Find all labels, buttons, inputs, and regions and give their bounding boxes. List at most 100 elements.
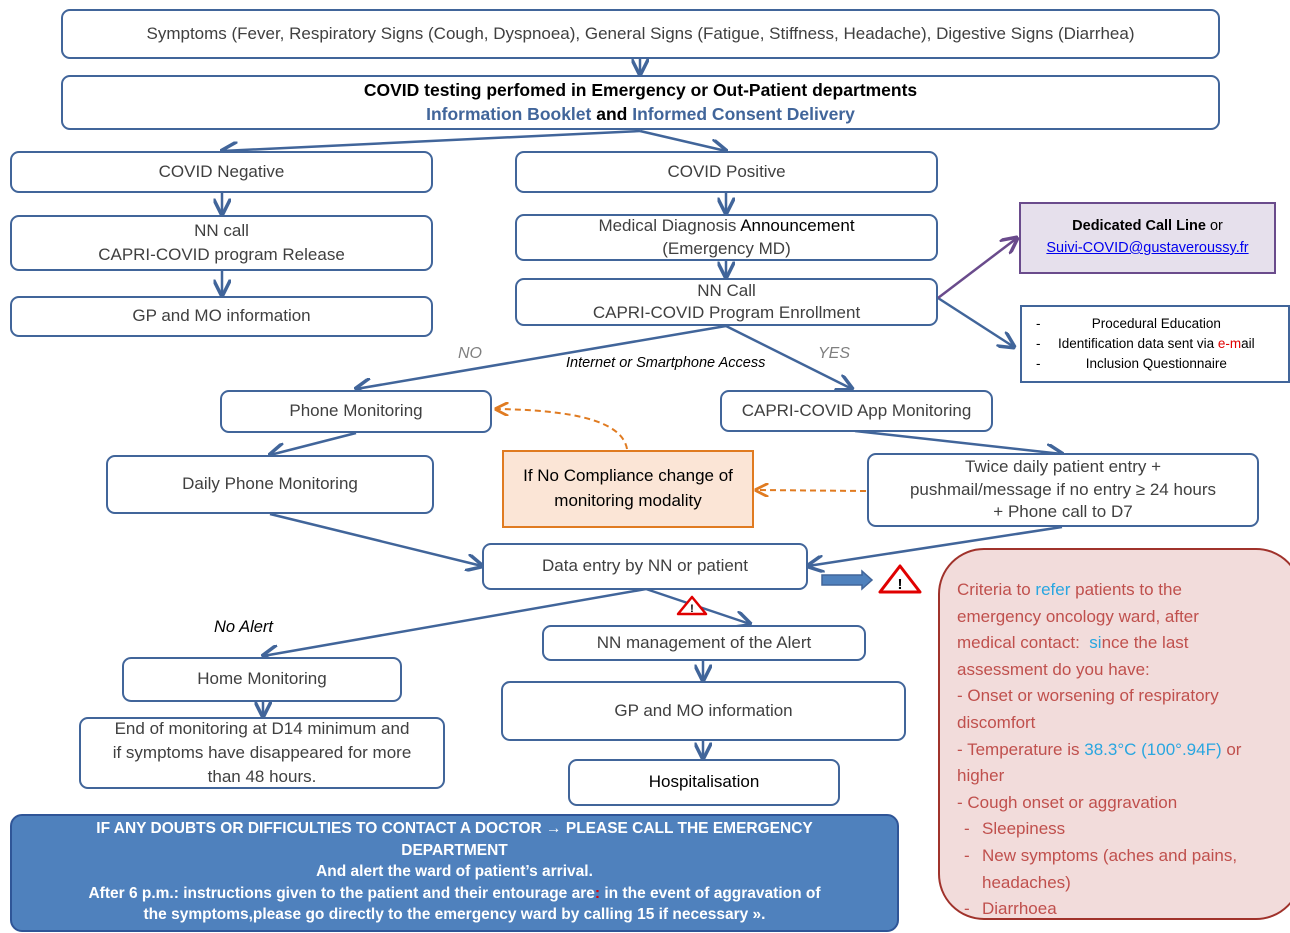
arrow-twice-compliance bbox=[756, 490, 867, 491]
arrow-daily-dataentry bbox=[269, 512, 482, 566]
end-monitoring-box: End of monitoring at D14 minimum and if … bbox=[79, 717, 445, 789]
twice-daily-line1: Twice daily patient entry + bbox=[964, 456, 1162, 476]
info-list-item: Inclusion Questionnaire bbox=[1022, 354, 1255, 375]
end-monitoring-line3: than 48 hours. bbox=[207, 766, 317, 786]
call-line-title: Dedicated Call Line bbox=[1072, 218, 1206, 235]
emergency-banner: IF ANY DOUBTS OR DIFFICULTIES TO CONTACT… bbox=[10, 814, 899, 932]
app-monitoring-box: CAPRI-COVID App Monitoring bbox=[720, 390, 993, 432]
criteria-text: - Temperature is bbox=[957, 739, 1085, 759]
announcement-text: Announcement bbox=[740, 216, 855, 236]
arrow-compliance-phone bbox=[496, 409, 628, 450]
testing-and-text: and bbox=[591, 103, 633, 124]
criteria-si-highlight: si bbox=[1089, 633, 1102, 653]
criteria-line: - Temperature is 38.3°C (100°.94F) or bbox=[957, 737, 1290, 764]
criteria-line: headaches) bbox=[982, 872, 1071, 892]
emergency-colon-highlight: : bbox=[594, 884, 601, 902]
emergency-line4-text-end: in the event of aggravation of bbox=[600, 884, 821, 902]
covid-negative-label: COVID Negative bbox=[158, 161, 285, 181]
criteria-bullet: -Diarrhoea bbox=[957, 896, 1290, 919]
end-monitoring-line1: End of monitoring at D14 minimum and bbox=[114, 719, 410, 739]
info-item-text-end: ail bbox=[1241, 335, 1255, 351]
criteria-text: patients to the bbox=[1070, 580, 1182, 599]
hospitalisation-label: Hospitalisation bbox=[648, 772, 760, 792]
alert-management-box: NN management of the Alert bbox=[542, 625, 866, 661]
info-list-item: Identification data sent via e-mail bbox=[1022, 334, 1255, 355]
criteria-line: medical contact: since the last bbox=[957, 630, 1290, 657]
emergency-line4: After 6 p.m.: instructions given to the … bbox=[12, 883, 897, 905]
svg-text:!: ! bbox=[898, 576, 903, 593]
no-compliance-line1: If No Compliance change of bbox=[523, 466, 733, 486]
negative-gp-mo-label: GP and MO information bbox=[132, 306, 311, 326]
emergency-line5: the symptoms,please go directly to the e… bbox=[143, 906, 766, 923]
enrollment-box: NN Call CAPRI-COVID Program Enrollment bbox=[515, 278, 938, 326]
info-list-box: Procedural Education Identification data… bbox=[1020, 305, 1290, 383]
criteria-text: Criteria to bbox=[957, 580, 1036, 599]
symptoms-box: Symptoms (Fever, Respiratory Signs (Coug… bbox=[61, 9, 1220, 59]
medical-diagnosis-text: Medical Diagnosis bbox=[598, 216, 741, 236]
data-entry-label: Data entry by NN or patient bbox=[542, 556, 748, 576]
dash-icon: - bbox=[964, 845, 970, 865]
enrollment-line1: NN Call bbox=[697, 280, 756, 300]
twice-daily-box: Twice daily patient entry + pushmail/mes… bbox=[867, 453, 1259, 527]
dash-icon: - bbox=[964, 899, 970, 919]
criteria-line: assessment do you have: bbox=[957, 659, 1150, 679]
medical-diagnosis-line2: (Emergency MD) bbox=[662, 238, 791, 258]
criteria-bullet: -New symptoms (aches and pains, bbox=[957, 843, 1290, 870]
end-monitoring-line2: if symptoms have disappeared for more bbox=[112, 743, 412, 763]
arrow-app-twice bbox=[854, 429, 1062, 454]
arrow-phone-daily bbox=[270, 431, 357, 455]
call-line-or: or bbox=[1205, 218, 1223, 235]
branch-question-label: Internet or Smartphone Access bbox=[566, 355, 766, 371]
criteria-line: discomfort bbox=[957, 712, 1036, 732]
home-monitoring-box: Home Monitoring bbox=[122, 657, 402, 702]
enrollment-line2: CAPRI-COVID Program Enrollment bbox=[592, 303, 861, 322]
svg-text:!: ! bbox=[690, 603, 694, 615]
criteria-text: or bbox=[1221, 739, 1242, 759]
daily-phone-monitoring-label: Daily Phone Monitoring bbox=[182, 474, 358, 494]
twice-daily-line2: pushmail/message if no entry ≥ 24 hours bbox=[909, 479, 1217, 499]
info-booklet-text: Information Booklet bbox=[426, 103, 592, 124]
criteria-text: New symptoms (aches and pains, bbox=[982, 845, 1238, 865]
covid-negative-box: COVID Negative bbox=[10, 151, 433, 193]
app-monitoring-label: CAPRI-COVID App Monitoring bbox=[741, 400, 972, 420]
testing-title: COVID testing perfomed in Emergency or O… bbox=[363, 79, 918, 100]
symptoms-text: Symptoms (Fever, Respiratory Signs (Coug… bbox=[146, 23, 1135, 43]
phone-monitoring-label: Phone Monitoring bbox=[289, 401, 423, 421]
testing-box: COVID testing perfomed in Emergency or O… bbox=[61, 75, 1220, 130]
alert-gp-mo-label: GP and MO information bbox=[614, 700, 793, 720]
arrow-dataentry-home bbox=[263, 587, 647, 656]
arrow-enrollment-callline bbox=[937, 238, 1017, 299]
negative-nn-call-line2: CAPRI-COVID program Release bbox=[98, 245, 345, 264]
call-line-row: Dedicated Call Line or bbox=[1072, 216, 1223, 238]
arrow-enrollment-phone bbox=[356, 324, 727, 389]
daily-phone-monitoring-box: Daily Phone Monitoring bbox=[106, 455, 434, 514]
alert-management-label: NN management of the Alert bbox=[596, 632, 812, 652]
call-line-box: Dedicated Call Line or Suivi-COVID@gusta… bbox=[1019, 202, 1276, 274]
arrow-twice-dataentry bbox=[808, 525, 1063, 566]
emergency-line4-text: After 6 p.m.: instructions given to the … bbox=[88, 884, 595, 902]
branch-no-label: NO bbox=[458, 345, 482, 362]
criteria-text: nce the last bbox=[1101, 633, 1189, 653]
medical-diagnosis-box: Medical Diagnosis Announcement (Emergenc… bbox=[515, 214, 938, 261]
emergency-line3: And alert the ward of patient’s arrival. bbox=[316, 863, 593, 880]
negative-gp-mo-box: GP and MO information bbox=[10, 296, 433, 337]
criteria-temperature-highlight: 38.3°C (100°.94F) bbox=[1084, 739, 1222, 759]
negative-nn-call-box: NN call CAPRI-COVID program Release bbox=[10, 215, 433, 271]
hospitalisation-box: Hospitalisation bbox=[568, 759, 840, 806]
covid-positive-box: COVID Positive bbox=[515, 151, 938, 193]
informed-consent-text: Informed Consent Delivery bbox=[632, 103, 855, 124]
info-list: Procedural Education Identification data… bbox=[1022, 314, 1255, 375]
support-email-link[interactable]: Suivi-COVID@gustaveroussy.fr bbox=[1046, 240, 1249, 256]
criteria-line: - Onset or worsening of respiratory bbox=[957, 686, 1219, 706]
testing-subtitle: Information Booklet and Informed Consent… bbox=[426, 103, 855, 127]
phone-monitoring-box: Phone Monitoring bbox=[220, 390, 492, 433]
medical-diagnosis-line1: Medical Diagnosis Announcement bbox=[598, 215, 854, 237]
dash-icon: - bbox=[964, 819, 970, 839]
no-compliance-line2: monitoring modality bbox=[554, 491, 702, 510]
alert-gp-mo-box: GP and MO information bbox=[501, 681, 906, 741]
info-item-email-highlight: e-m bbox=[1217, 335, 1242, 351]
data-entry-box: Data entry by NN or patient bbox=[482, 543, 808, 590]
emergency-line2: DEPARTMENT bbox=[401, 841, 508, 859]
criteria-text: medical contact: bbox=[957, 633, 1090, 653]
criteria-line: emergency oncology ward, after bbox=[957, 606, 1199, 626]
